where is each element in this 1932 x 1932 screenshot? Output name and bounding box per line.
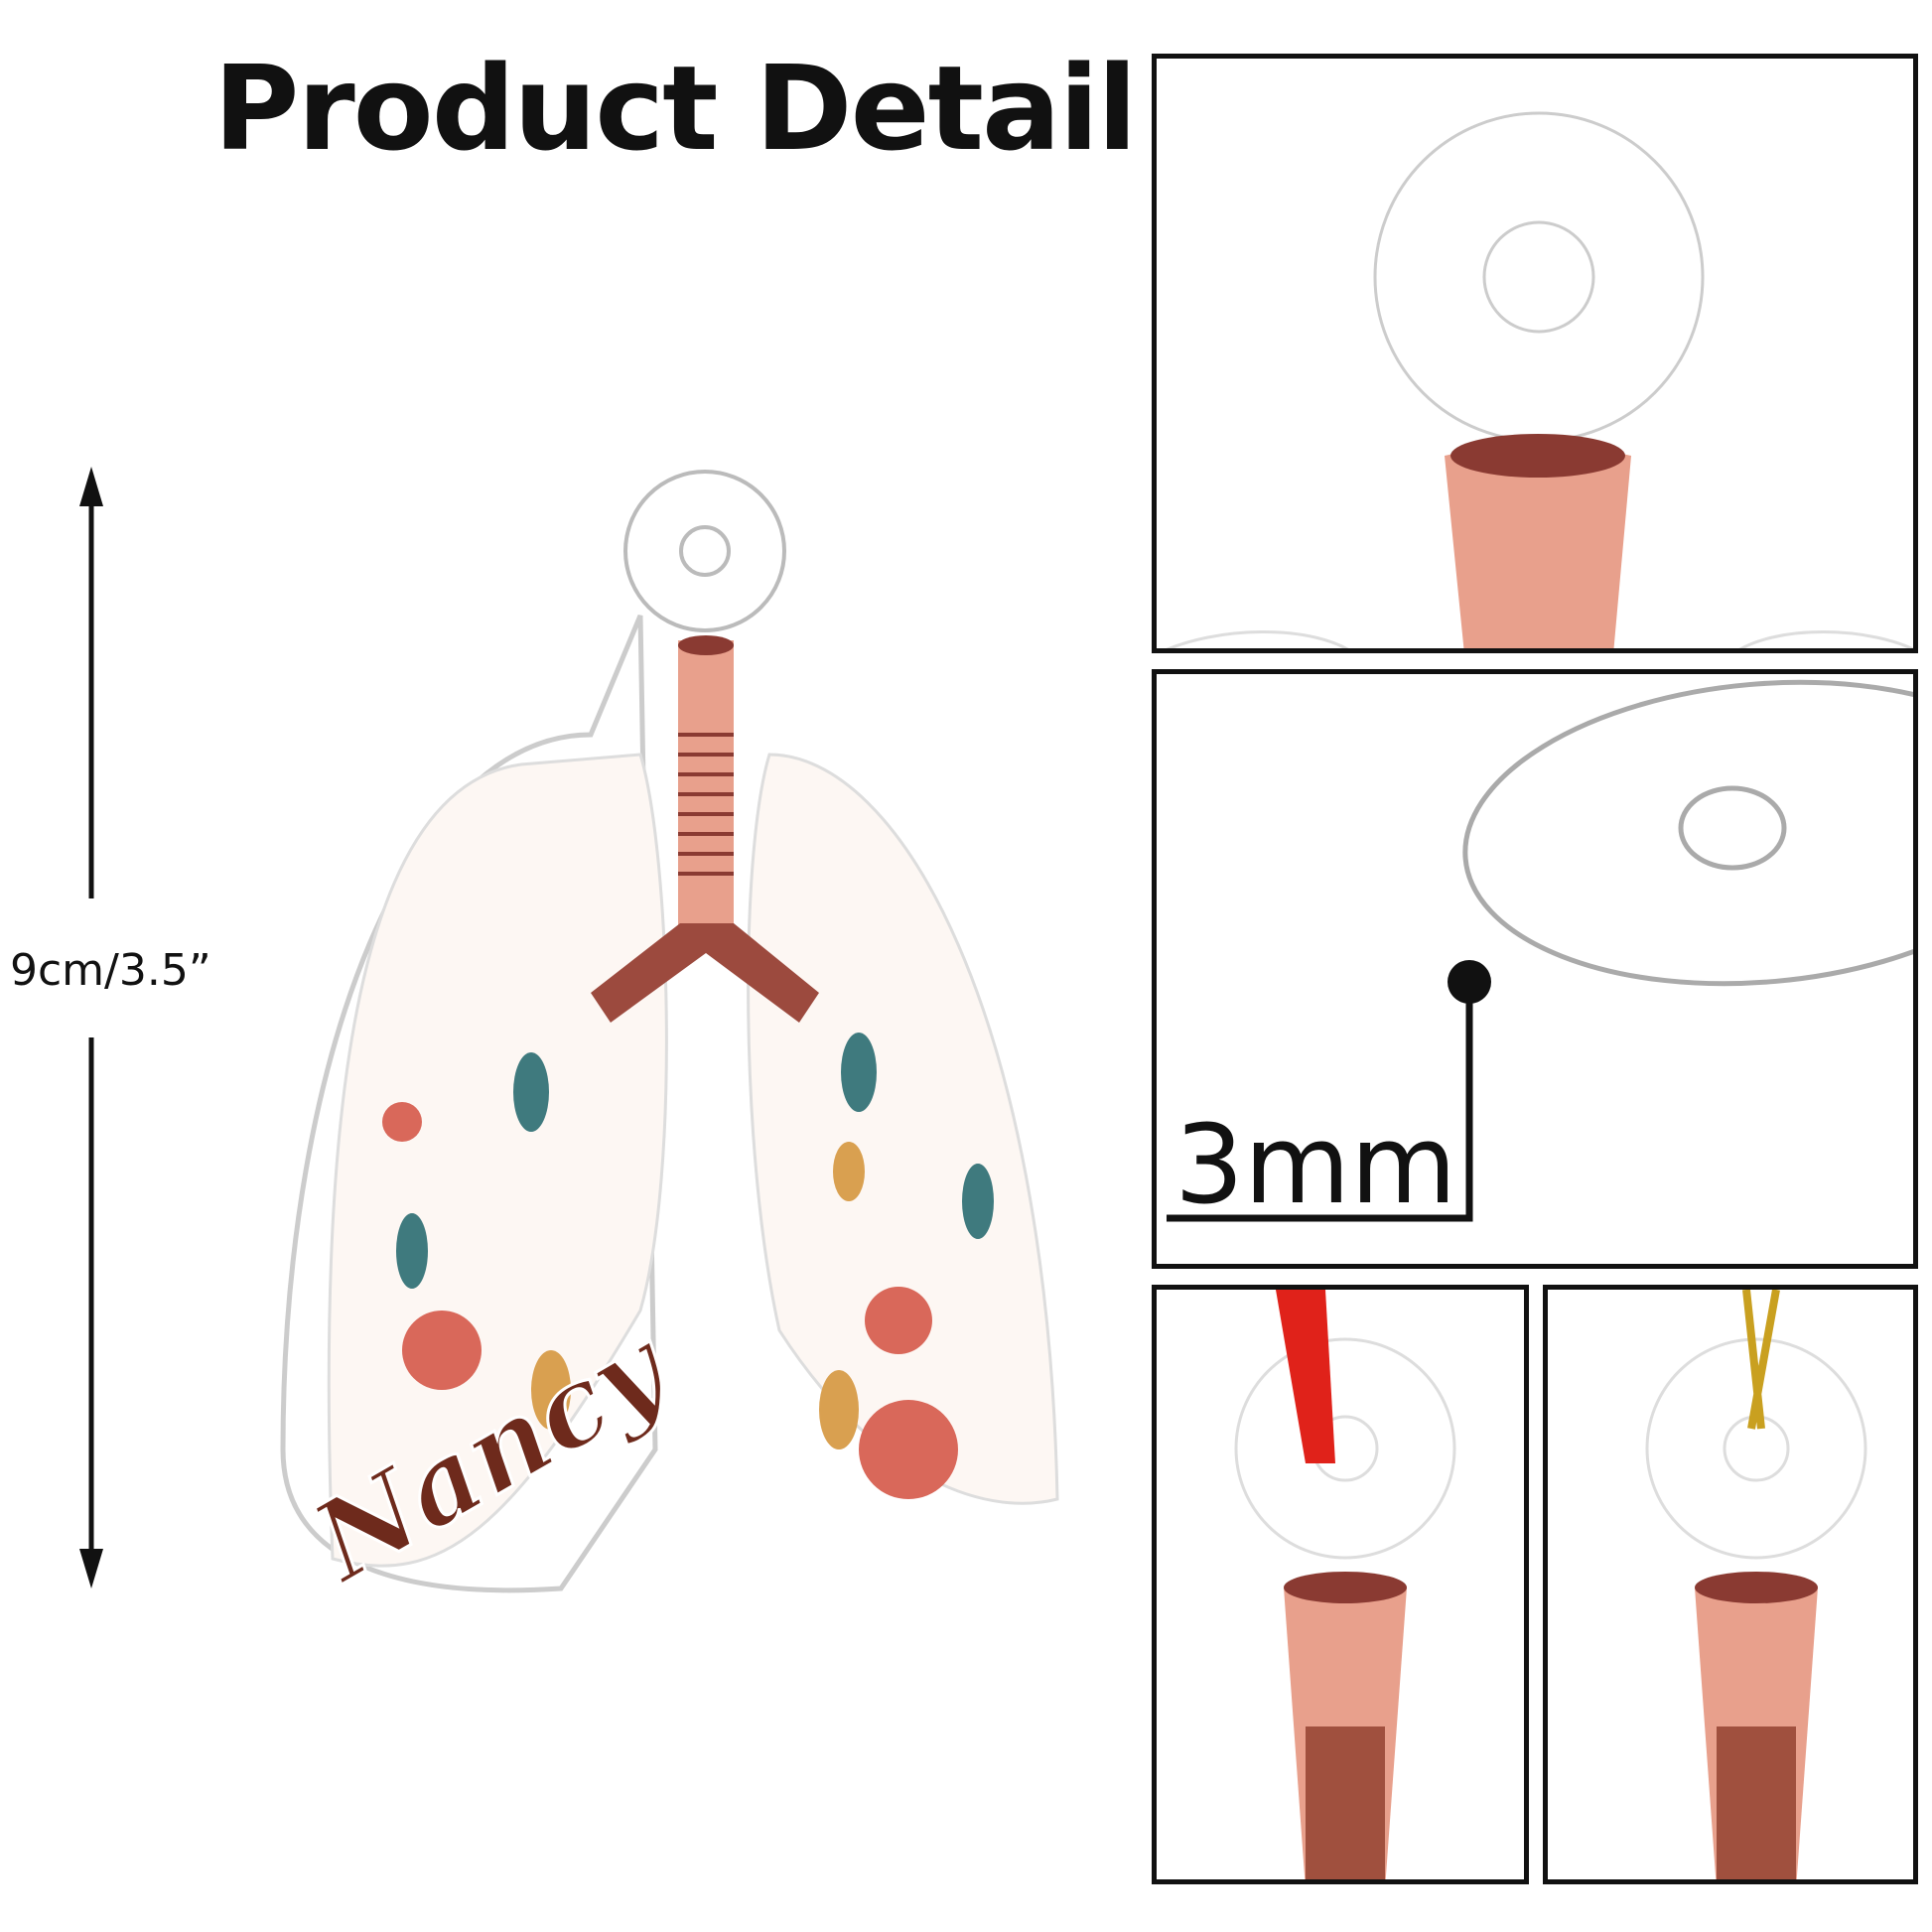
height-arrow (79, 467, 103, 1588)
detail-panel-top-hole (1152, 54, 1918, 653)
lung-ornament: Nancy (280, 470, 1059, 1608)
thickness-label: 3mm (1174, 1101, 1457, 1228)
detail-panel-red-ribbon (1152, 1285, 1529, 1884)
page-title: Product Detail (213, 40, 1138, 177)
detail-panel-thickness: 3mm (1152, 669, 1918, 1269)
dimension-label: 9cm/3.5” (10, 945, 211, 996)
detail-panel-gold-cord (1543, 1285, 1918, 1884)
